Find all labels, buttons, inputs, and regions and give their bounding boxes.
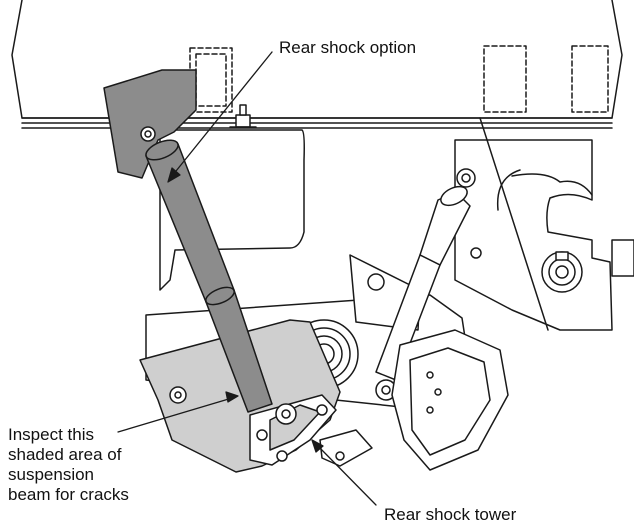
- rear-shock-tower: [249, 394, 337, 466]
- air-bag-bellows: [391, 329, 509, 471]
- support-rod: [479, 117, 549, 331]
- callout-leaders: [117, 51, 377, 506]
- hub-nut: [541, 251, 583, 293]
- hanger-bracket: [159, 129, 305, 291]
- callout-rear-shock-option: Rear shock option: [279, 38, 417, 57]
- rear-shock-option: [103, 69, 273, 413]
- frame-bolt: [229, 104, 257, 128]
- air-spring-assembly: [454, 139, 634, 331]
- lower-bracket: [319, 429, 373, 467]
- crossmember-bracket-right: [483, 45, 609, 113]
- right-shock-absorber: [375, 185, 471, 401]
- frame-rail: [11, 0, 623, 129]
- callout-inspect-shaded-area: Inspect this shaded area of suspension b…: [8, 425, 129, 504]
- callout-rear-shock-tower: Rear shock tower: [384, 505, 517, 524]
